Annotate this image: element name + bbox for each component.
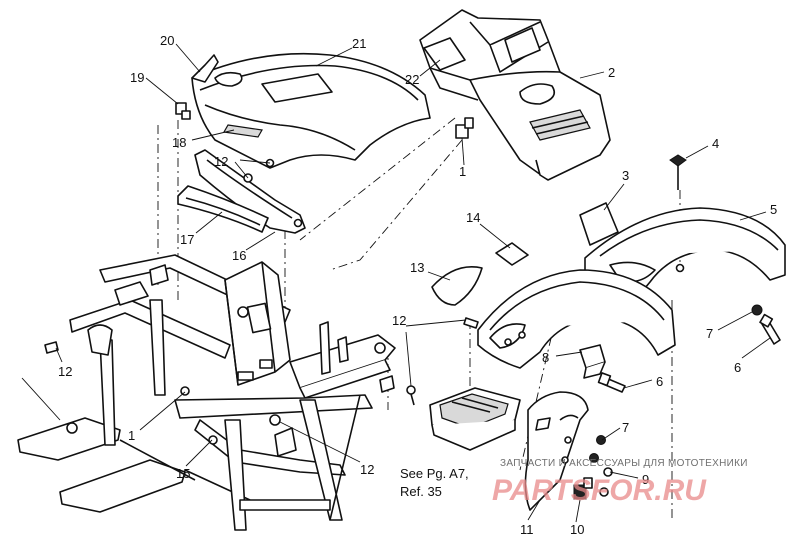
- decal-3: [579, 202, 619, 246]
- callout-12-upper: 12: [214, 154, 228, 169]
- callout-7-lower: 7: [622, 420, 629, 435]
- chassis-frame: [17, 254, 396, 531]
- clip-1-upper: [455, 117, 474, 139]
- callout-6-right: 6: [734, 360, 741, 375]
- callout-5: 5: [770, 202, 777, 217]
- bracket-8: [579, 344, 606, 379]
- callout-labels: 20 21 19 18 12 17 16 22 2 1 4 3 5 14 13 …: [58, 33, 777, 537]
- callout-21: 21: [352, 36, 366, 51]
- callout-1-lower: 1: [128, 428, 135, 443]
- rear-fender-21: [191, 52, 431, 169]
- mud-flap-11: [524, 391, 589, 511]
- callout-11: 11: [520, 522, 534, 537]
- callout-12-left: 12: [58, 364, 72, 379]
- callout-2: 2: [608, 65, 615, 80]
- footrest: [429, 387, 521, 451]
- callout-18: 18: [172, 135, 186, 150]
- reflector-17: [177, 185, 269, 233]
- nuts-7-lower: [589, 435, 606, 463]
- washers-9: [599, 467, 613, 497]
- reference-note-line1: See Pg. A7,: [400, 466, 469, 481]
- plate-22: [423, 37, 466, 71]
- callout-13: 13: [410, 260, 424, 275]
- front-fender-5: [584, 207, 786, 301]
- callout-12-mid: 12: [392, 313, 406, 328]
- clip-19: [175, 102, 191, 120]
- callout-19: 19: [130, 70, 144, 85]
- bolt-6-right: [759, 313, 781, 345]
- callout-22: 22: [405, 72, 419, 87]
- callout-7-right: 7: [706, 326, 713, 341]
- watermark-logo: PARTSFOR.RU: [492, 474, 707, 507]
- callout-17: 17: [180, 232, 194, 247]
- nut-7-right: [751, 304, 763, 316]
- callout-20: 20: [160, 33, 174, 48]
- callout-8: 8: [542, 350, 549, 365]
- callout-3: 3: [622, 168, 629, 183]
- watermark-tagline: ЗАПЧАСТИ И АКСЕССУАРЫ ДЛЯ МОТОТЕХНИКИ: [500, 458, 748, 469]
- reference-note: See Pg. A7, Ref. 35: [400, 466, 469, 499]
- tail-piece-20: [191, 54, 219, 83]
- callout-6-center: 6: [656, 374, 663, 389]
- reflector-bracket-16: [194, 149, 306, 234]
- headlight-pod-2: [419, 9, 611, 181]
- callout-4: 4: [712, 136, 719, 151]
- watermark: ЗАПЧАСТИ И АКСЕССУАРЫ ДЛЯ МОТОТЕХНИКИ PA…: [492, 458, 748, 507]
- clip-10: [573, 477, 593, 500]
- callout-12-bottom: 12: [360, 462, 374, 477]
- bolt-6-center: [597, 372, 626, 393]
- reference-note-line2: Ref. 35: [400, 484, 442, 499]
- callout-15: 15: [176, 466, 190, 481]
- front-fender-14: [477, 269, 676, 369]
- decal-14: [495, 242, 529, 266]
- callout-9: 9: [642, 472, 649, 487]
- leader-lines: [21, 43, 771, 523]
- decal-13: [431, 266, 483, 306]
- callout-14: 14: [466, 210, 480, 225]
- callout-1-upper: 1: [459, 164, 466, 179]
- screw-4: [669, 154, 687, 190]
- callout-16: 16: [232, 248, 246, 263]
- callout-10: 10: [570, 522, 584, 537]
